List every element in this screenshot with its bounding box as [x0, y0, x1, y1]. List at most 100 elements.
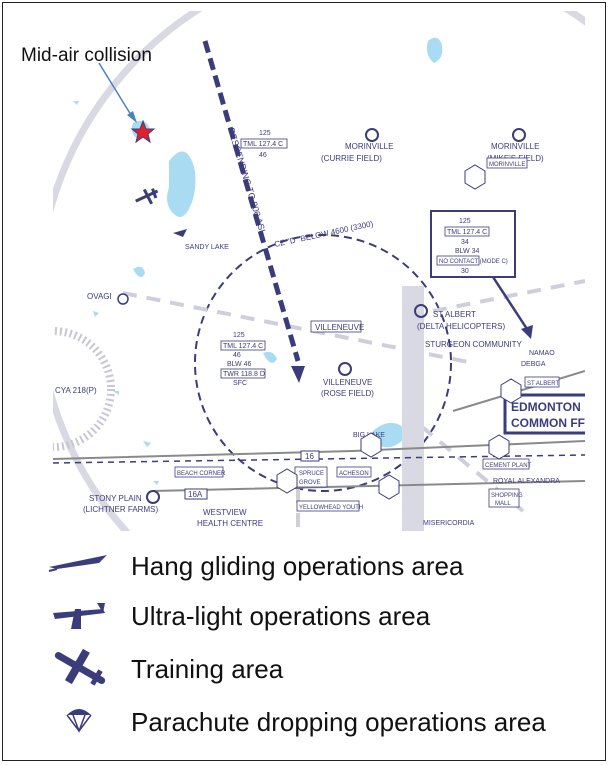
label-debga: DEBGA	[521, 361, 546, 368]
legend-label: Training area	[131, 654, 284, 684]
label-westview: WESTVIEW	[203, 508, 247, 517]
svg-text:SFC: SFC	[233, 380, 247, 387]
waypoint-ovagi	[117, 293, 129, 305]
label-beach-corner: BEACH CORNER	[177, 471, 226, 477]
legend-label: Parachute dropping operations area	[131, 707, 546, 737]
tag-morinville	[486, 157, 528, 169]
callout-mid-air-collision: Mid-air collision	[21, 45, 152, 66]
tag-acheson	[336, 466, 372, 478]
svg-text:46: 46	[233, 352, 241, 359]
chart-svg: CYA 218(P) CZ "D" BELOW 4600 (3300) DESC…	[53, 11, 585, 531]
label-yellowhead: YELLOWHEAD YOUTH	[299, 505, 363, 511]
parachute-icon	[47, 701, 113, 741]
label-morinville-currie-sub: (CURRIE FIELD)	[321, 154, 382, 163]
villeneuve-box	[310, 320, 362, 333]
ultralight-icon	[47, 595, 113, 635]
label-misericordia: MISERICORDIA	[423, 520, 475, 527]
tag-shopping-mall	[488, 488, 520, 508]
tag-yellowhead	[296, 500, 360, 512]
road-16: 16	[305, 452, 314, 461]
label-villeneuve-sub: (ROSE FIELD)	[321, 389, 374, 398]
lake	[133, 266, 145, 278]
label-morinville-currie: MORINVILLE	[345, 142, 393, 151]
label-ovagi: OVAGI	[87, 292, 112, 301]
lake	[426, 37, 443, 63]
label-spruce-grove: SPRUCE	[299, 471, 324, 477]
lake	[263, 351, 277, 363]
tag-cement-plant	[482, 458, 530, 470]
label-westview-sub: HEALTH CENTRE	[197, 519, 263, 528]
aerodrome-morinville-mike	[512, 128, 526, 142]
label-spruce-grove-sub: GROVE	[299, 480, 321, 486]
label-stony-plain-sub: (LICHTNER FARMS)	[83, 505, 158, 514]
svg-text:30: 30	[461, 268, 469, 275]
callout-arrow	[98, 62, 132, 116]
edmonton-box	[503, 393, 585, 435]
svg-text:TML 127.4 C: TML 127.4 C	[243, 141, 283, 148]
svg-text:TML 127.4 C: TML 127.4 C	[447, 229, 487, 236]
svg-text:TML 127.4 C: TML 127.4 C	[223, 343, 263, 350]
ultralight-icon-map	[135, 188, 159, 205]
label-cement-plant: CEMENT PLANT	[485, 463, 532, 469]
label-zone: CZ "D" BELOW 4600 (3300)	[274, 219, 375, 249]
aerodrome-villeneuve	[338, 362, 352, 376]
cya-restricted-area	[53, 327, 115, 451]
svg-text:125: 125	[233, 332, 245, 339]
label-sturgeon: STURGEON COMMUNITY	[425, 340, 523, 349]
lake	[167, 151, 196, 217]
svg-text:125: 125	[459, 218, 471, 225]
legend-label: Ultra-light operations area	[131, 601, 431, 631]
svg-text:BLW 46: BLW 46	[227, 361, 251, 368]
tag-st-albert	[524, 376, 560, 388]
label-acheson: ACHESON	[339, 471, 369, 477]
label-edmonton: EDMONTON	[511, 400, 581, 414]
freq-block-callout: 125 TML 127.4 C 34 BLW 34 NO CONTACT (MO…	[430, 210, 533, 339]
svg-text:TWR 118.8 D: TWR 118.8 D	[223, 371, 265, 378]
road-shield-16a	[184, 488, 208, 500]
label-shopping-mall: SHOPPING	[491, 493, 523, 499]
ponds	[73, 101, 159, 485]
svg-text:BLW 34: BLW 34	[455, 248, 479, 255]
freq-block-villeneuve: 125 TML 127.4 C 46 BLW 46 TWR 118.8 D SF…	[220, 332, 266, 387]
hex-markers	[276, 164, 522, 500]
freq-block-north: 125 TML 127.4 C 46	[240, 130, 288, 159]
label-sandy-lake: SANDY LAKE	[185, 244, 229, 251]
label-cya: CYA 218(P)	[55, 386, 97, 395]
label-morinville-mike: MORINVILLE	[491, 142, 539, 151]
descent-route	[202, 40, 301, 362]
label-shopping-mall-sub: MALL	[495, 501, 511, 507]
legend-row-hang-gliding: Hang gliding operations area	[47, 545, 587, 585]
training-aircraft-icon	[47, 648, 113, 688]
callout-arrowhead	[127, 111, 137, 123]
label-st-albert-heli: ST ALBERT	[433, 310, 476, 319]
label-namao: NAMAO	[529, 350, 555, 357]
label-edmonton-sub: COMMON FF	[511, 416, 585, 430]
svg-text:46: 46	[259, 152, 267, 159]
label-st-albert-heli-sub: (DELTA HELICOPTERS)	[417, 322, 506, 331]
vfr-routes	[122, 279, 585, 531]
label-stony-plain: STONY PLAIN	[89, 494, 142, 503]
label-morinville-tag: MORINVILLE	[489, 162, 525, 168]
legend-row-parachute: Parachute dropping operations area	[47, 701, 587, 741]
label-royal-alexandra: ROYAL ALEXANDRA	[493, 478, 560, 485]
aerodrome-stony-plain	[146, 490, 160, 504]
label-villeneuve-box: VILLENEUVE	[315, 323, 364, 332]
road-shield-16	[300, 450, 320, 462]
class-d-zone-ring	[194, 234, 452, 492]
label-st-albert-tag: ST ALBERT	[527, 381, 559, 387]
descent-arrowhead	[291, 366, 305, 383]
heliport-st-albert	[414, 304, 428, 318]
legend-label: Hang gliding operations area	[131, 551, 464, 581]
aerodrome-morinville-currie	[365, 128, 379, 142]
svg-text:34: 34	[461, 239, 469, 246]
legend-row-ultralight: Ultra-light operations area	[47, 595, 587, 635]
hang-glider-icon-map	[173, 229, 187, 237]
hang-glider-icon	[47, 545, 113, 585]
legend-row-training: Training area	[47, 648, 587, 688]
svg-text:NO CONTACT (MODE C): NO CONTACT (MODE C)	[439, 259, 508, 265]
aeronautical-chart: CYA 218(P) CZ "D" BELOW 4600 (3300) DESC…	[53, 11, 585, 531]
collision-star-icon	[130, 119, 156, 144]
tag-beach-corner	[174, 466, 224, 478]
svg-text:125: 125	[259, 130, 271, 137]
